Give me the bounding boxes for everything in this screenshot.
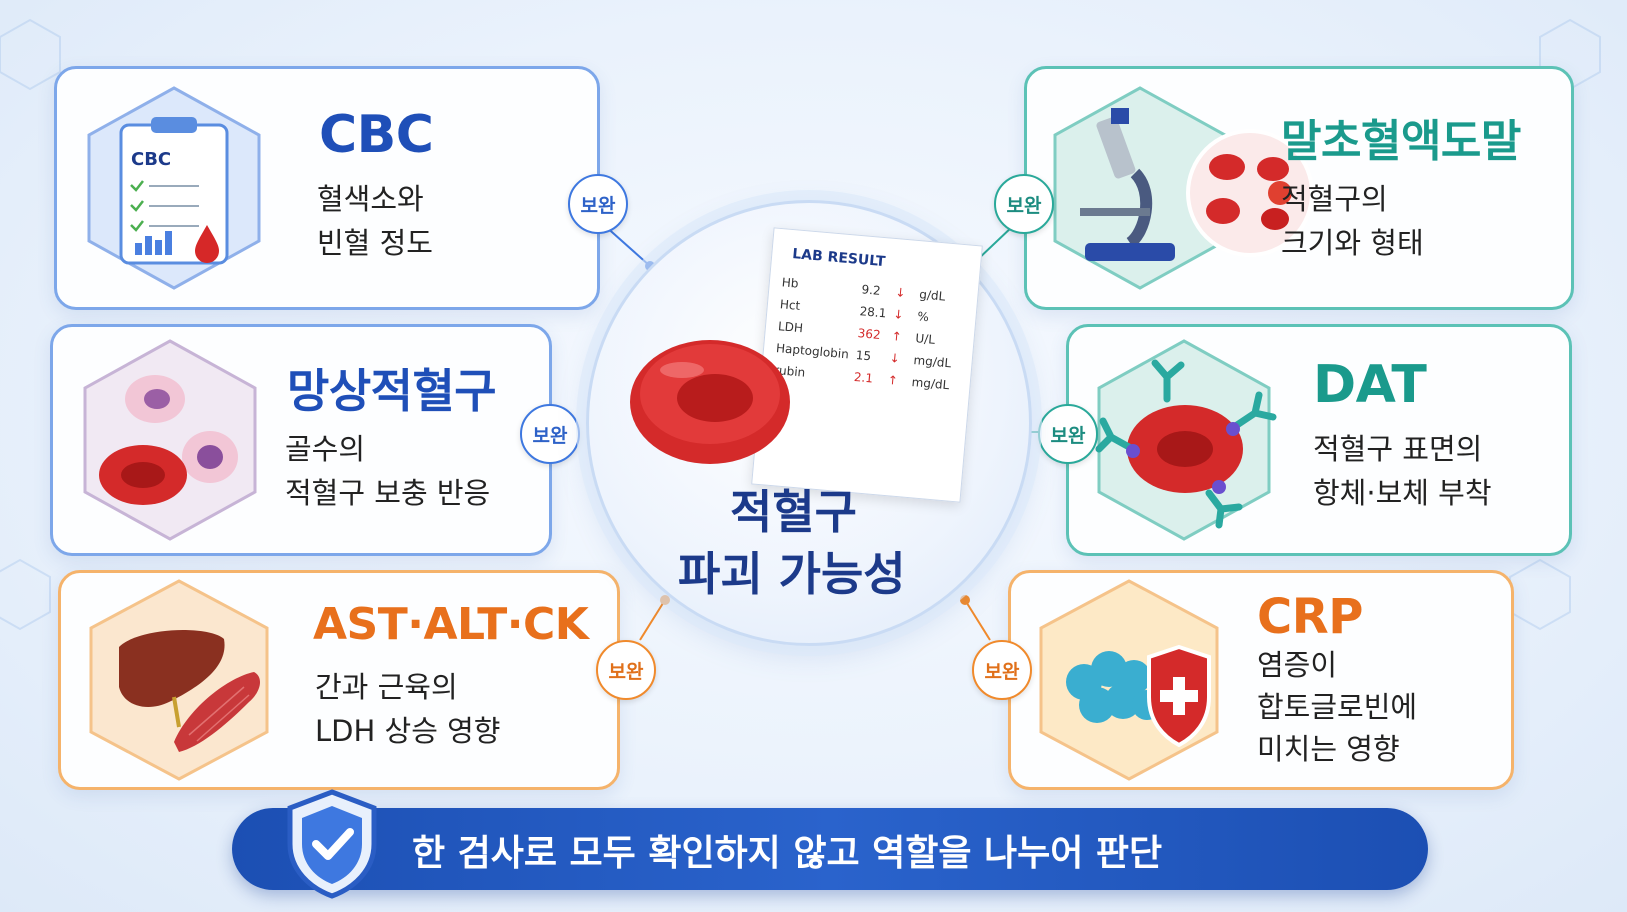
lab-row-arrow: ↓	[892, 307, 905, 322]
clipboard-icon: CBC	[87, 86, 261, 290]
blood-smear-card: 말초혈액도말 적혈구의 크기와 형태	[1024, 66, 1574, 310]
dat-desc-line1: 적혈구 표면의	[1313, 432, 1483, 466]
lab-row-unit: mg/dL	[911, 374, 950, 393]
shield-check-icon	[287, 789, 377, 899]
cbc-desc-line1: 혈색소와	[317, 182, 424, 216]
crp-desc-line2: 합토글로빈에	[1257, 690, 1418, 724]
lab-row-name: Hct	[779, 297, 801, 313]
lab-result-title: LAB RESULT	[791, 246, 886, 271]
blood-smear-badge: 보완	[994, 174, 1054, 234]
liver-muscle-title: AST·ALT·CK	[313, 599, 589, 650]
liver-muscle-desc-line1: 간과 근육의	[315, 670, 458, 704]
cbc-icon-label: CBC	[131, 149, 171, 170]
lab-row-name: Hb	[781, 275, 800, 291]
cbc-title: CBC	[319, 105, 434, 165]
lab-row-unit: mg/dL	[912, 353, 952, 371]
liver-muscle-badge: 보완	[596, 640, 656, 700]
protein-shield-icon	[1039, 579, 1219, 781]
crp-desc-line1: 염증이	[1257, 648, 1338, 682]
reticulocyte-title: 망상적혈구	[287, 364, 497, 418]
microscope-icon	[1053, 86, 1314, 290]
dat-desc-line2: 항체·보체 부착	[1313, 476, 1492, 510]
reticulocyte-desc-line1: 골수의	[285, 432, 366, 466]
liver-muscle-icon	[89, 579, 269, 781]
lab-row-value: 2.1	[853, 369, 874, 386]
center-title-line2: 파괴 가능성	[678, 547, 906, 601]
dat-title: DAT	[1313, 355, 1427, 415]
antibody-cell-icon	[1095, 339, 1277, 541]
cbc-card: CBC CBC 혈색소와 빈혈 정도	[54, 66, 600, 310]
dat-card: DAT 적혈구 표면의 항체·보체 부착	[1066, 324, 1572, 556]
lab-row-value: 15	[855, 348, 872, 364]
banner-text: 한 검사로 모두 확인하지 않고 역할을 나누어 판단	[412, 833, 1163, 874]
lab-row-value: 9.2	[860, 282, 882, 298]
lab-row-value: 362	[857, 326, 882, 343]
crp-card: CRP 염증이 합토글로빈에 미치는 영향	[1008, 570, 1514, 790]
red-blood-cell-icon	[630, 340, 790, 464]
cbc-badge: 보완	[568, 174, 628, 234]
lab-row-unit: %	[916, 309, 930, 325]
reticulocyte-badge: 보완	[520, 404, 580, 464]
lab-row-arrow: ↓	[889, 350, 901, 366]
blood-smear-title: 말초혈액도말	[1281, 116, 1521, 167]
blood-smear-desc-line2: 크기와 형태	[1281, 226, 1424, 260]
bottom-banner: 한 검사로 모두 확인하지 않고 역할을 나누어 판단	[232, 789, 1428, 899]
cbc-desc-line2: 빈혈 정도	[317, 226, 433, 260]
crp-badge: 보완	[972, 640, 1032, 700]
blood-smear-desc-line1: 적혈구의	[1281, 182, 1388, 216]
liver-muscle-desc-line2: LDH 상승 영향	[315, 714, 501, 748]
reticulocyte-desc-line2: 적혈구 보충 반응	[285, 476, 491, 510]
crp-desc-line3: 미치는 영향	[1257, 732, 1400, 766]
dat-badge: 보완	[1038, 404, 1098, 464]
liver-muscle-card: AST·ALT·CK 간과 근육의 LDH 상승 영향	[58, 570, 620, 790]
lab-row-arrow: ↑	[887, 372, 899, 388]
lab-row-unit: g/dL	[918, 287, 946, 304]
lab-row-arrow: ↓	[894, 285, 907, 301]
lab-row-unit: U/L	[914, 331, 936, 347]
reticulocyte-card: 망상적혈구 골수의 적혈구 보충 반응	[50, 324, 552, 556]
crp-title: CRP	[1257, 589, 1363, 645]
lab-row-arrow: ↑	[891, 329, 903, 344]
reticulocyte-cells-icon	[83, 339, 257, 541]
center-title-line1: 적혈구	[730, 485, 857, 539]
lab-row-value: 28.1	[859, 304, 887, 321]
